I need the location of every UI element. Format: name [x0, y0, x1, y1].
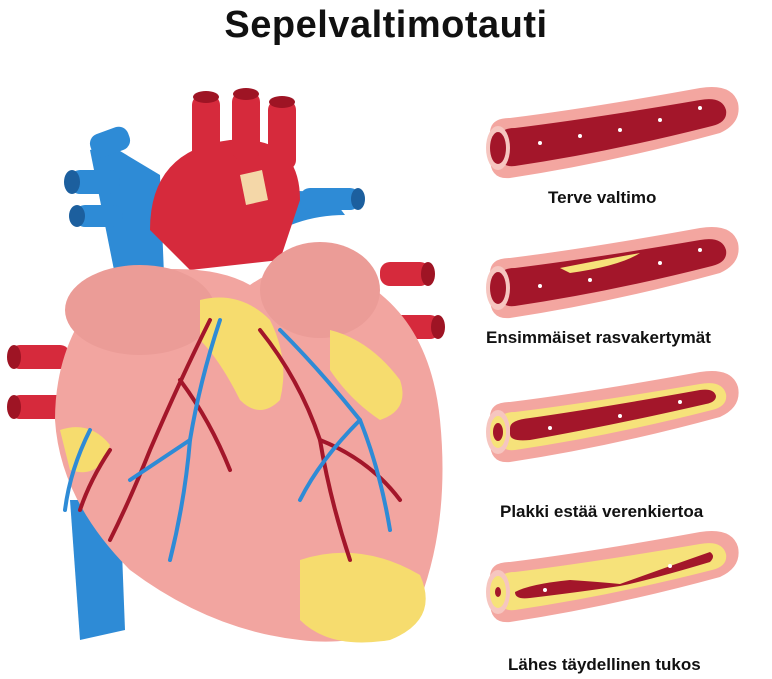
- healthy-artery-graphic: [470, 78, 760, 198]
- artery-stage-3: Plakki estää verenkiertoa: [470, 362, 770, 482]
- stage-label: Lähes täydellinen tukos: [508, 655, 701, 675]
- stage-label: Plakki estää verenkiertoa: [500, 502, 703, 522]
- blocked-artery-graphic: [470, 522, 760, 642]
- artery-stage-1: Terve valtimo: [470, 78, 770, 198]
- stage-label: Terve valtimo: [548, 188, 656, 208]
- artery-stage-4: Lähes täydellinen tukos: [470, 522, 770, 642]
- plaque-artery-graphic: [470, 362, 760, 482]
- early-fat-artery-graphic: [470, 218, 760, 338]
- artery-stage-2: Ensimmäiset rasvakertymät: [470, 218, 770, 338]
- stage-label: Ensimmäiset rasvakertymät: [486, 328, 711, 348]
- heart-illustration: [0, 0, 470, 679]
